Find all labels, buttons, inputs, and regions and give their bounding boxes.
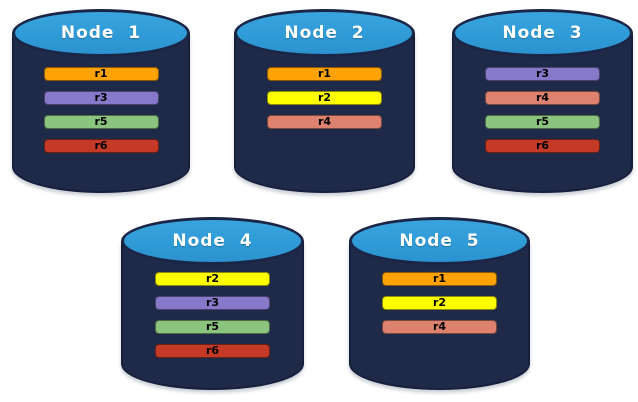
replica-label: r2 — [317, 91, 332, 104]
replica-label: r3 — [94, 91, 108, 104]
node-title: Node 5 — [399, 231, 480, 251]
node-5-cylinder: Node 5 r1 r2 r4 — [349, 217, 530, 390]
replica-label: r5 — [205, 320, 220, 333]
replica-label: r6 — [205, 344, 220, 357]
replica-label: r6 — [535, 139, 550, 152]
node-title: Node 4 — [172, 231, 253, 251]
replica-bar-r2: r2 — [267, 91, 382, 105]
cylinder-top-ellipse: Node 5 — [349, 217, 530, 265]
replica-label: r1 — [94, 67, 108, 80]
node-1-cylinder: Node 1 r1 r3 r5 r6 — [12, 9, 190, 193]
cylinder-top-ellipse: Node 3 — [452, 9, 633, 57]
replica-bar-r4: r4 — [485, 91, 600, 105]
replica-label: r1 — [317, 67, 332, 80]
cylinder-body — [12, 33, 190, 193]
replica-label: r4 — [535, 91, 550, 104]
node-title: Node 1 — [60, 23, 142, 43]
replica-bar-r5: r5 — [43, 115, 159, 129]
replica-bar-r4: r4 — [382, 320, 497, 334]
cylinder-top-ellipse: Node 2 — [234, 9, 415, 57]
replica-list: r2 r3 r5 r6 — [121, 272, 304, 358]
replica-bar-r6: r6 — [43, 139, 159, 153]
cylinder-body — [234, 33, 415, 193]
replica-bar-r5: r5 — [485, 115, 600, 129]
replica-label: r1 — [432, 272, 447, 285]
replica-label: r4 — [432, 320, 447, 333]
replica-bar-r1: r1 — [43, 67, 159, 81]
replica-bar-r2: r2 — [382, 296, 497, 310]
replica-bar-r3: r3 — [155, 296, 270, 310]
replica-bar-r2: r2 — [155, 272, 270, 286]
cylinder-top-ellipse: Node 1 — [12, 9, 190, 57]
node-4-cylinder: Node 4 r2 r3 r5 r6 — [121, 217, 304, 390]
replica-bar-r3: r3 — [485, 67, 600, 81]
replica-list: r3 r4 r5 r6 — [452, 67, 633, 153]
cylinder-body — [452, 33, 633, 193]
replica-bar-r6: r6 — [155, 344, 270, 358]
replica-bar-r5: r5 — [155, 320, 270, 334]
replica-label: r5 — [535, 115, 550, 128]
replica-bar-r4: r4 — [267, 115, 382, 129]
replica-label: r4 — [317, 115, 332, 128]
replica-label: r5 — [94, 115, 108, 128]
node-title: Node 3 — [502, 23, 583, 43]
node-3-cylinder: Node 3 r3 r4 r5 r6 — [452, 9, 633, 193]
replica-label: r3 — [205, 296, 220, 309]
replica-list: r1 r2 r4 — [349, 272, 530, 334]
cylinder-body — [349, 241, 530, 390]
replica-bar-r1: r1 — [267, 67, 382, 81]
replica-label: r2 — [432, 296, 447, 309]
cylinder-top-ellipse: Node 4 — [121, 217, 304, 265]
node-2-cylinder: Node 2 r1 r2 r4 — [234, 9, 415, 193]
replica-label: r6 — [94, 139, 108, 152]
node-title: Node 2 — [284, 23, 365, 43]
replica-bar-r1: r1 — [382, 272, 497, 286]
replica-bar-r3: r3 — [43, 91, 159, 105]
replica-label: r3 — [535, 67, 550, 80]
cylinder-body — [121, 241, 304, 390]
replica-list: r1 r2 r4 — [234, 67, 415, 129]
replica-bar-r6: r6 — [485, 139, 600, 153]
replica-list: r1 r3 r5 r6 — [12, 67, 190, 153]
replica-label: r2 — [205, 272, 220, 285]
